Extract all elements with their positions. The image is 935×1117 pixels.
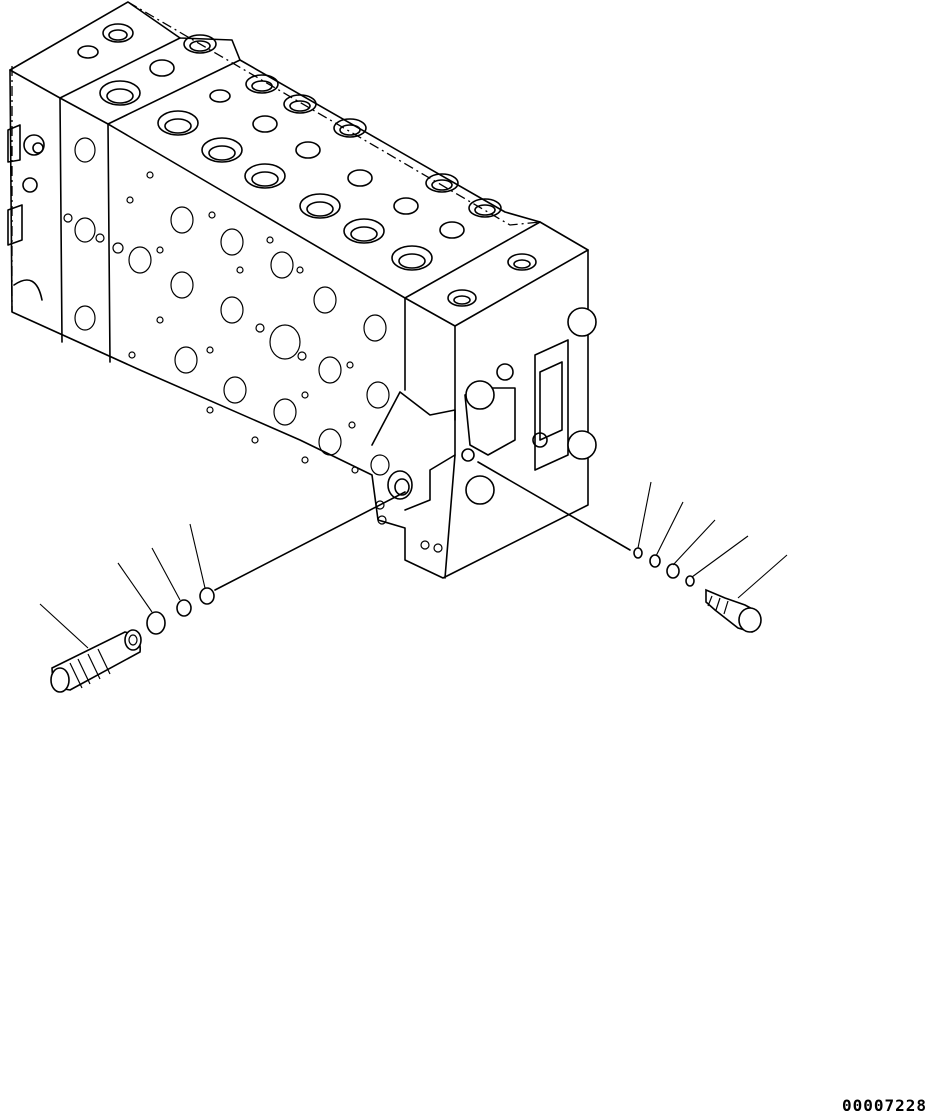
end-plugs bbox=[375, 307, 597, 553]
ring-3 bbox=[666, 563, 680, 579]
backup-ring bbox=[176, 599, 192, 617]
plug-assembly bbox=[477, 461, 788, 633]
ring-1 bbox=[633, 547, 643, 559]
ring-4 bbox=[685, 575, 695, 587]
relief-valve-assembly bbox=[39, 491, 406, 693]
o-ring-small bbox=[199, 587, 215, 605]
ring-2 bbox=[649, 554, 661, 568]
o-ring-large bbox=[146, 611, 166, 635]
drawing-number: 00007228 bbox=[841, 1096, 927, 1115]
top-ports bbox=[77, 23, 537, 307]
front-face-holes bbox=[63, 137, 390, 476]
control-valve-body bbox=[7, 1, 589, 579]
